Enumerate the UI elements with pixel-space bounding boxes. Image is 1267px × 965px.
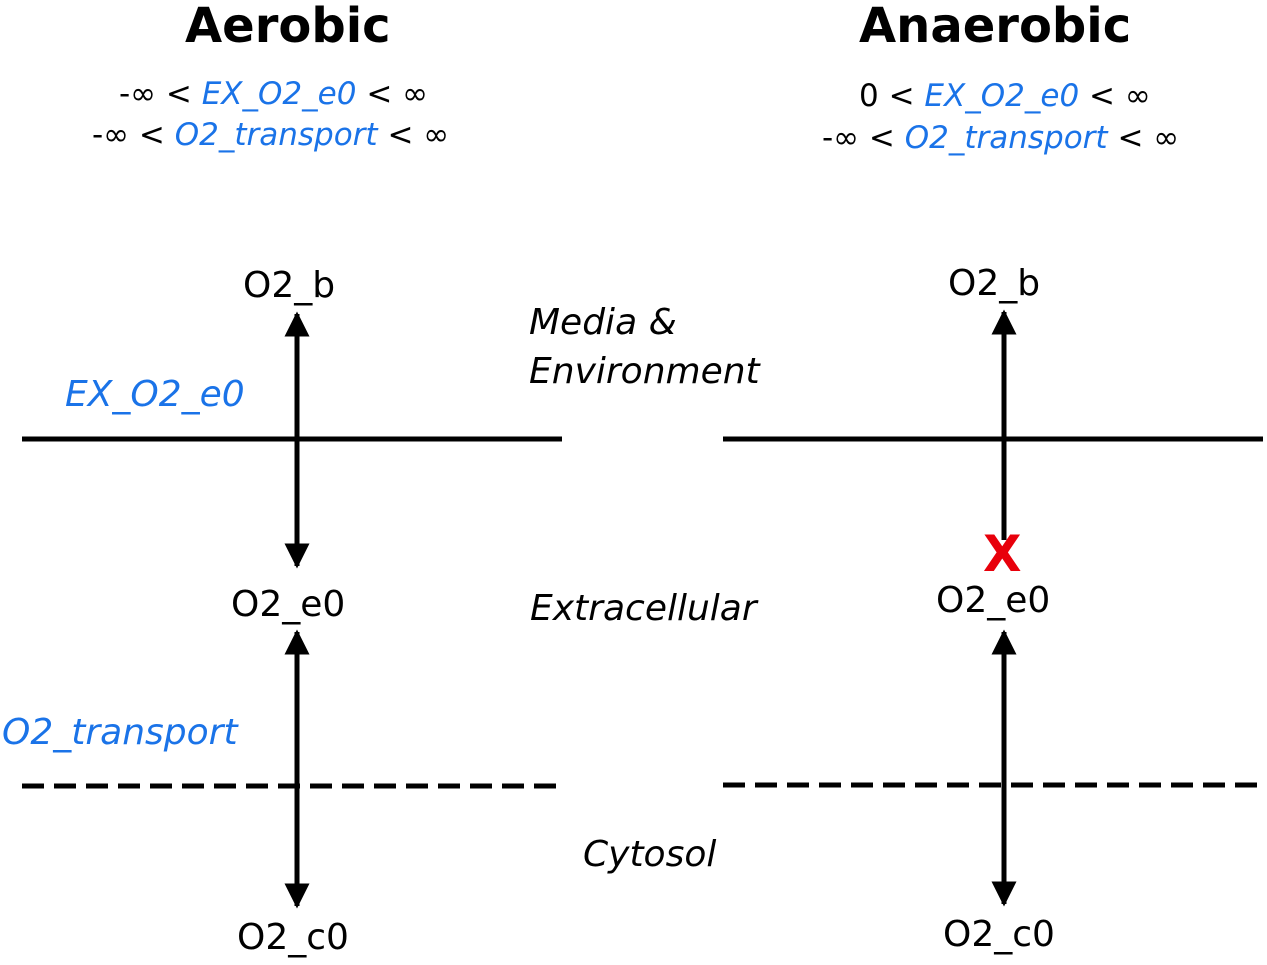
- constraint-reaction: EX_O2_e0: [924, 78, 1080, 114]
- anaerobic-node-o2-e0: O2_e0: [936, 580, 1051, 621]
- constraint-lower: 0 <: [859, 78, 915, 114]
- aerobic-node-o2-c0: O2_c0: [237, 917, 349, 958]
- constraint-reaction: O2_transport: [904, 120, 1108, 156]
- blocked-flux-mark: X: [983, 525, 1022, 583]
- constraint-upper: < ∞: [1089, 78, 1151, 114]
- aerobic-exchange-constraint: -∞ < EX_O2_e0 < ∞: [119, 79, 428, 110]
- constraint-upper: < ∞: [1117, 120, 1180, 156]
- constraint-upper: < ∞: [387, 117, 450, 153]
- constraint-lower: -∞ <: [822, 120, 895, 156]
- constraint-reaction: EX_O2_e0: [201, 76, 357, 112]
- anaerobic-title: Anaerobic: [859, 0, 1132, 54]
- anaerobic-exchange-constraint: 0 < EX_O2_e0 < ∞: [859, 81, 1151, 112]
- region-cytosol-label: Cytosol: [583, 834, 717, 875]
- aerobic-exchange-reaction-label: EX_O2_e0: [65, 374, 245, 415]
- aerobic-node-o2-b: O2_b: [243, 265, 336, 306]
- constraint-lower: -∞ <: [119, 76, 192, 112]
- region-extracellular-label: Extracellular: [530, 588, 757, 629]
- anaerobic-node-o2-b: O2_b: [948, 263, 1041, 304]
- region-media-label-line1: Media &: [529, 302, 677, 343]
- constraint-upper: < ∞: [366, 76, 428, 112]
- aerobic-node-o2-e0: O2_e0: [231, 584, 346, 625]
- aerobic-transport-reaction-label: O2_transport: [2, 712, 238, 753]
- region-media-label-line2: Environment: [529, 351, 760, 392]
- anaerobic-transport-constraint: -∞ < O2_transport < ∞: [822, 123, 1179, 154]
- constraint-lower: -∞ <: [92, 117, 165, 153]
- anaerobic-node-o2-c0: O2_c0: [943, 914, 1055, 955]
- aerobic-transport-constraint: -∞ < O2_transport < ∞: [92, 120, 449, 151]
- aerobic-title: Aerobic: [185, 0, 391, 54]
- constraint-reaction: O2_transport: [174, 117, 378, 153]
